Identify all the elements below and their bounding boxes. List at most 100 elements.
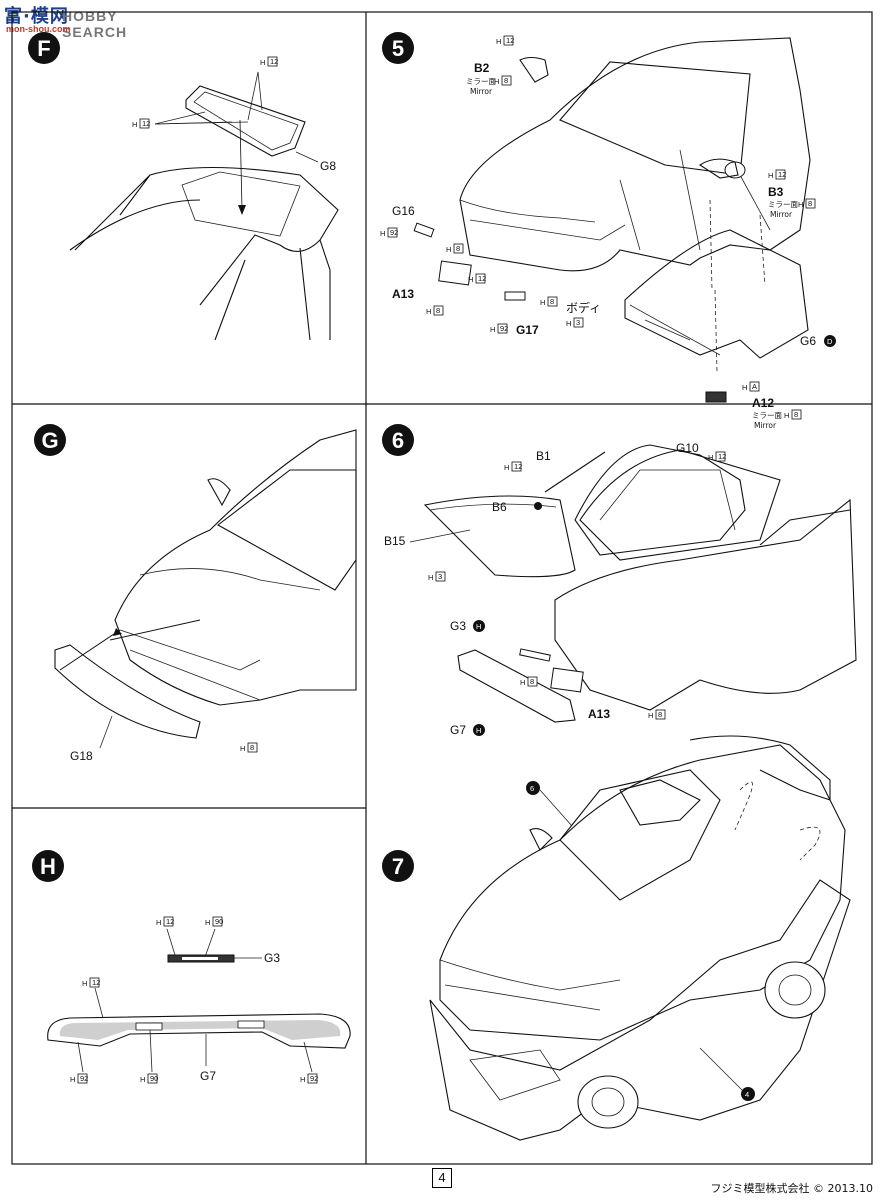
svg-text:H: H [504,463,509,472]
color-code-12: 12 [142,119,150,128]
svg-text:H: H [798,200,803,209]
part-b1: B1 [536,449,551,463]
svg-text:H: H [784,411,789,420]
step-5-label: 5 [392,36,404,61]
step-f-label: F [37,36,50,61]
car-rear-body [554,498,857,711]
svg-text:12: 12 [778,170,786,179]
svg-text:Mirror: Mirror [470,87,493,96]
roof-outline [74,166,339,340]
part-body-jp: ボディ [566,300,601,315]
step-7-label: 7 [392,854,404,879]
svg-text:H: H [132,120,137,129]
part-a12-mirror [705,391,727,403]
svg-text:ミラー面: ミラー面 [466,77,496,86]
car-complete [439,744,846,1041]
part-g10: G10 [676,441,699,455]
svg-text:H: H [240,744,245,753]
svg-text:8: 8 [504,76,508,85]
svg-text:92: 92 [310,1074,318,1083]
svg-text:8: 8 [456,244,460,253]
svg-text:ミラー面: ミラー面 [768,200,798,209]
step-h-label: H [40,854,56,879]
step-g-badge [34,424,66,456]
part-g18: G18 [70,749,93,763]
step-6-badge [382,424,414,456]
color-code-12: 12 [270,57,278,66]
svg-text:H: H [140,1075,145,1084]
svg-text:90: 90 [215,917,223,926]
svg-text:H: H [566,319,571,328]
svg-text:D: D [827,337,833,346]
copyright: フジミ模型株式会社 © 2013.10 [710,1182,873,1195]
svg-text:12: 12 [166,917,174,926]
svg-text:H: H [742,383,747,392]
step-6-label: 6 [392,428,404,453]
svg-text:8: 8 [436,306,440,315]
svg-text:12: 12 [92,978,100,987]
svg-text:12: 12 [718,452,726,461]
svg-text:H: H [520,678,525,687]
part-g7-panel [457,649,576,723]
svg-text:8: 8 [808,199,812,208]
side-mirror-left [519,56,549,83]
svg-text:8: 8 [250,743,254,752]
svg-text:Mirror: Mirror [754,421,777,430]
svg-text:H: H [260,58,265,67]
svg-text:3: 3 [438,572,442,581]
ref-step-6-label: 6 [530,784,534,793]
svg-text:8: 8 [658,710,662,719]
page-number: 4 [432,1168,452,1188]
svg-text:92: 92 [80,1074,88,1083]
step-5-badge [382,32,414,64]
svg-text:A: A [752,382,757,391]
part-g7-detail [47,1013,351,1049]
panel-7: 7 6 4 [382,735,851,1141]
svg-text:H: H [70,1075,75,1084]
step-f-badge [28,32,60,64]
part-b15: B15 [384,534,406,548]
ref-step-4-badge [741,1087,755,1101]
svg-text:3: 3 [576,318,580,327]
part-g7: G7 [450,723,466,737]
part-b6: B6 [492,500,507,514]
watermark-url: mon-shou.com [6,24,71,34]
svg-text:H: H [468,275,473,284]
svg-text:12: 12 [478,274,486,283]
step-7-badge [382,850,414,882]
svg-text:8: 8 [794,410,798,419]
svg-text:92: 92 [500,324,508,333]
svg-text:H: H [446,245,451,254]
svg-text:90: 90 [150,1074,158,1083]
svg-text:12: 12 [506,36,514,45]
part-g18-lip [54,644,201,739]
svg-text:H: H [768,171,773,180]
step-h-badge [32,850,64,882]
svg-text:H: H [300,1075,305,1084]
side-mirror-right [698,158,739,179]
svg-text:H: H [82,979,87,988]
part-b3: B3 [768,185,784,199]
svg-text:H: H [428,573,433,582]
svg-text:8: 8 [530,677,534,686]
part-b15-spoiler [423,495,576,578]
svg-text:H: H [156,918,161,927]
svg-text:8: 8 [550,297,554,306]
part-g3-h: G3 [264,951,280,965]
svg-text:12: 12 [514,462,522,471]
part-g3: G3 [450,619,466,633]
svg-text:H: H [205,918,210,927]
car-front [114,429,357,706]
part-b2: B2 [474,61,490,75]
panel-f: F H 12 H 12 G8 [28,32,339,341]
part-a13: A13 [392,287,414,301]
part-g8: G8 [320,159,336,173]
ref-step-6-badge [526,781,540,795]
svg-text:H: H [540,298,545,307]
sunroof-part [185,85,306,157]
part-g16: G16 [392,204,415,218]
